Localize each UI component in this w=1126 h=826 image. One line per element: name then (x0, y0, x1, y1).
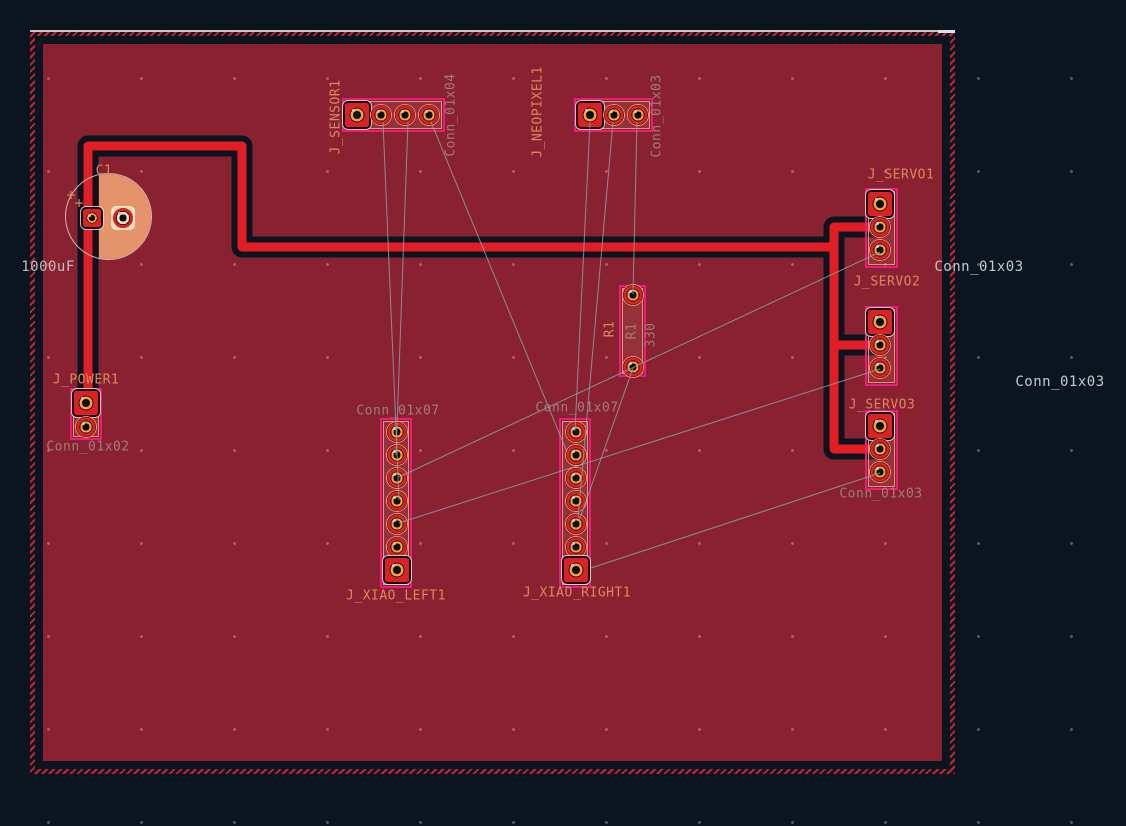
pad-pin1[interactable] (385, 558, 409, 582)
pad-pin1[interactable] (74, 391, 98, 415)
pad[interactable] (386, 467, 408, 489)
pads (70, 388, 102, 440)
pad[interactable] (869, 438, 891, 460)
pad[interactable] (386, 421, 408, 443)
pad-pin1[interactable] (83, 209, 101, 227)
pad-pin1[interactable] (564, 558, 588, 582)
pad[interactable] (565, 467, 587, 489)
pads (342, 98, 445, 132)
pad[interactable] (565, 421, 587, 443)
pads (619, 284, 646, 378)
pad-pin1[interactable] (868, 414, 892, 438)
sheet-corner-marker (938, 30, 955, 33)
pad[interactable] (394, 104, 416, 126)
pad[interactable] (565, 444, 587, 466)
pads (559, 418, 591, 588)
pad[interactable] (869, 334, 891, 356)
board-copper-zone[interactable] (43, 44, 942, 761)
pad[interactable] (418, 104, 440, 126)
capacitor-outline (65, 173, 152, 260)
pad[interactable] (565, 536, 587, 558)
resistor-r1[interactable] (619, 284, 646, 378)
pad[interactable] (370, 104, 392, 126)
pad[interactable] (75, 416, 97, 438)
pads (574, 98, 653, 132)
pad-pin1[interactable] (868, 192, 892, 216)
connector-j-servo2[interactable] (865, 306, 898, 386)
pads (865, 410, 898, 490)
connector-j-xiao-right1[interactable] (559, 418, 591, 588)
courtyard-outline (574, 98, 653, 132)
pad[interactable] (386, 536, 408, 558)
pad[interactable] (565, 490, 587, 512)
pad[interactable] (565, 513, 587, 535)
pad[interactable] (386, 513, 408, 535)
value-j-servo2: Conn_01x03 (1015, 374, 1105, 390)
pad[interactable] (869, 461, 891, 483)
capacitor-c1[interactable] (65, 173, 152, 260)
connector-j-xiao-left1[interactable] (380, 418, 412, 588)
pad[interactable] (869, 239, 891, 261)
connector-j-neopixel1[interactable] (574, 98, 653, 132)
board-top-edge-line (30, 30, 955, 32)
pad[interactable] (869, 357, 891, 379)
pad[interactable] (386, 444, 408, 466)
board-edge-hatch (30, 31, 955, 774)
pad-pin1[interactable] (345, 103, 369, 127)
pad-pin1[interactable] (868, 310, 892, 334)
connector-j-servo1[interactable] (865, 188, 898, 268)
pad[interactable] (622, 356, 644, 378)
pads (865, 306, 898, 386)
pad[interactable] (622, 284, 644, 306)
pad[interactable] (627, 104, 649, 126)
pad[interactable] (869, 216, 891, 238)
pad[interactable] (111, 206, 135, 230)
connector-j-power1[interactable] (70, 388, 102, 440)
connector-j-servo3[interactable] (865, 410, 898, 490)
board-edge-gap (35, 36, 950, 769)
pad-pin1[interactable] (578, 103, 602, 127)
pad[interactable] (386, 490, 408, 512)
pads (380, 418, 412, 588)
pads (865, 188, 898, 268)
pad[interactable] (603, 104, 625, 126)
connector-j-sensor1[interactable] (342, 98, 445, 132)
